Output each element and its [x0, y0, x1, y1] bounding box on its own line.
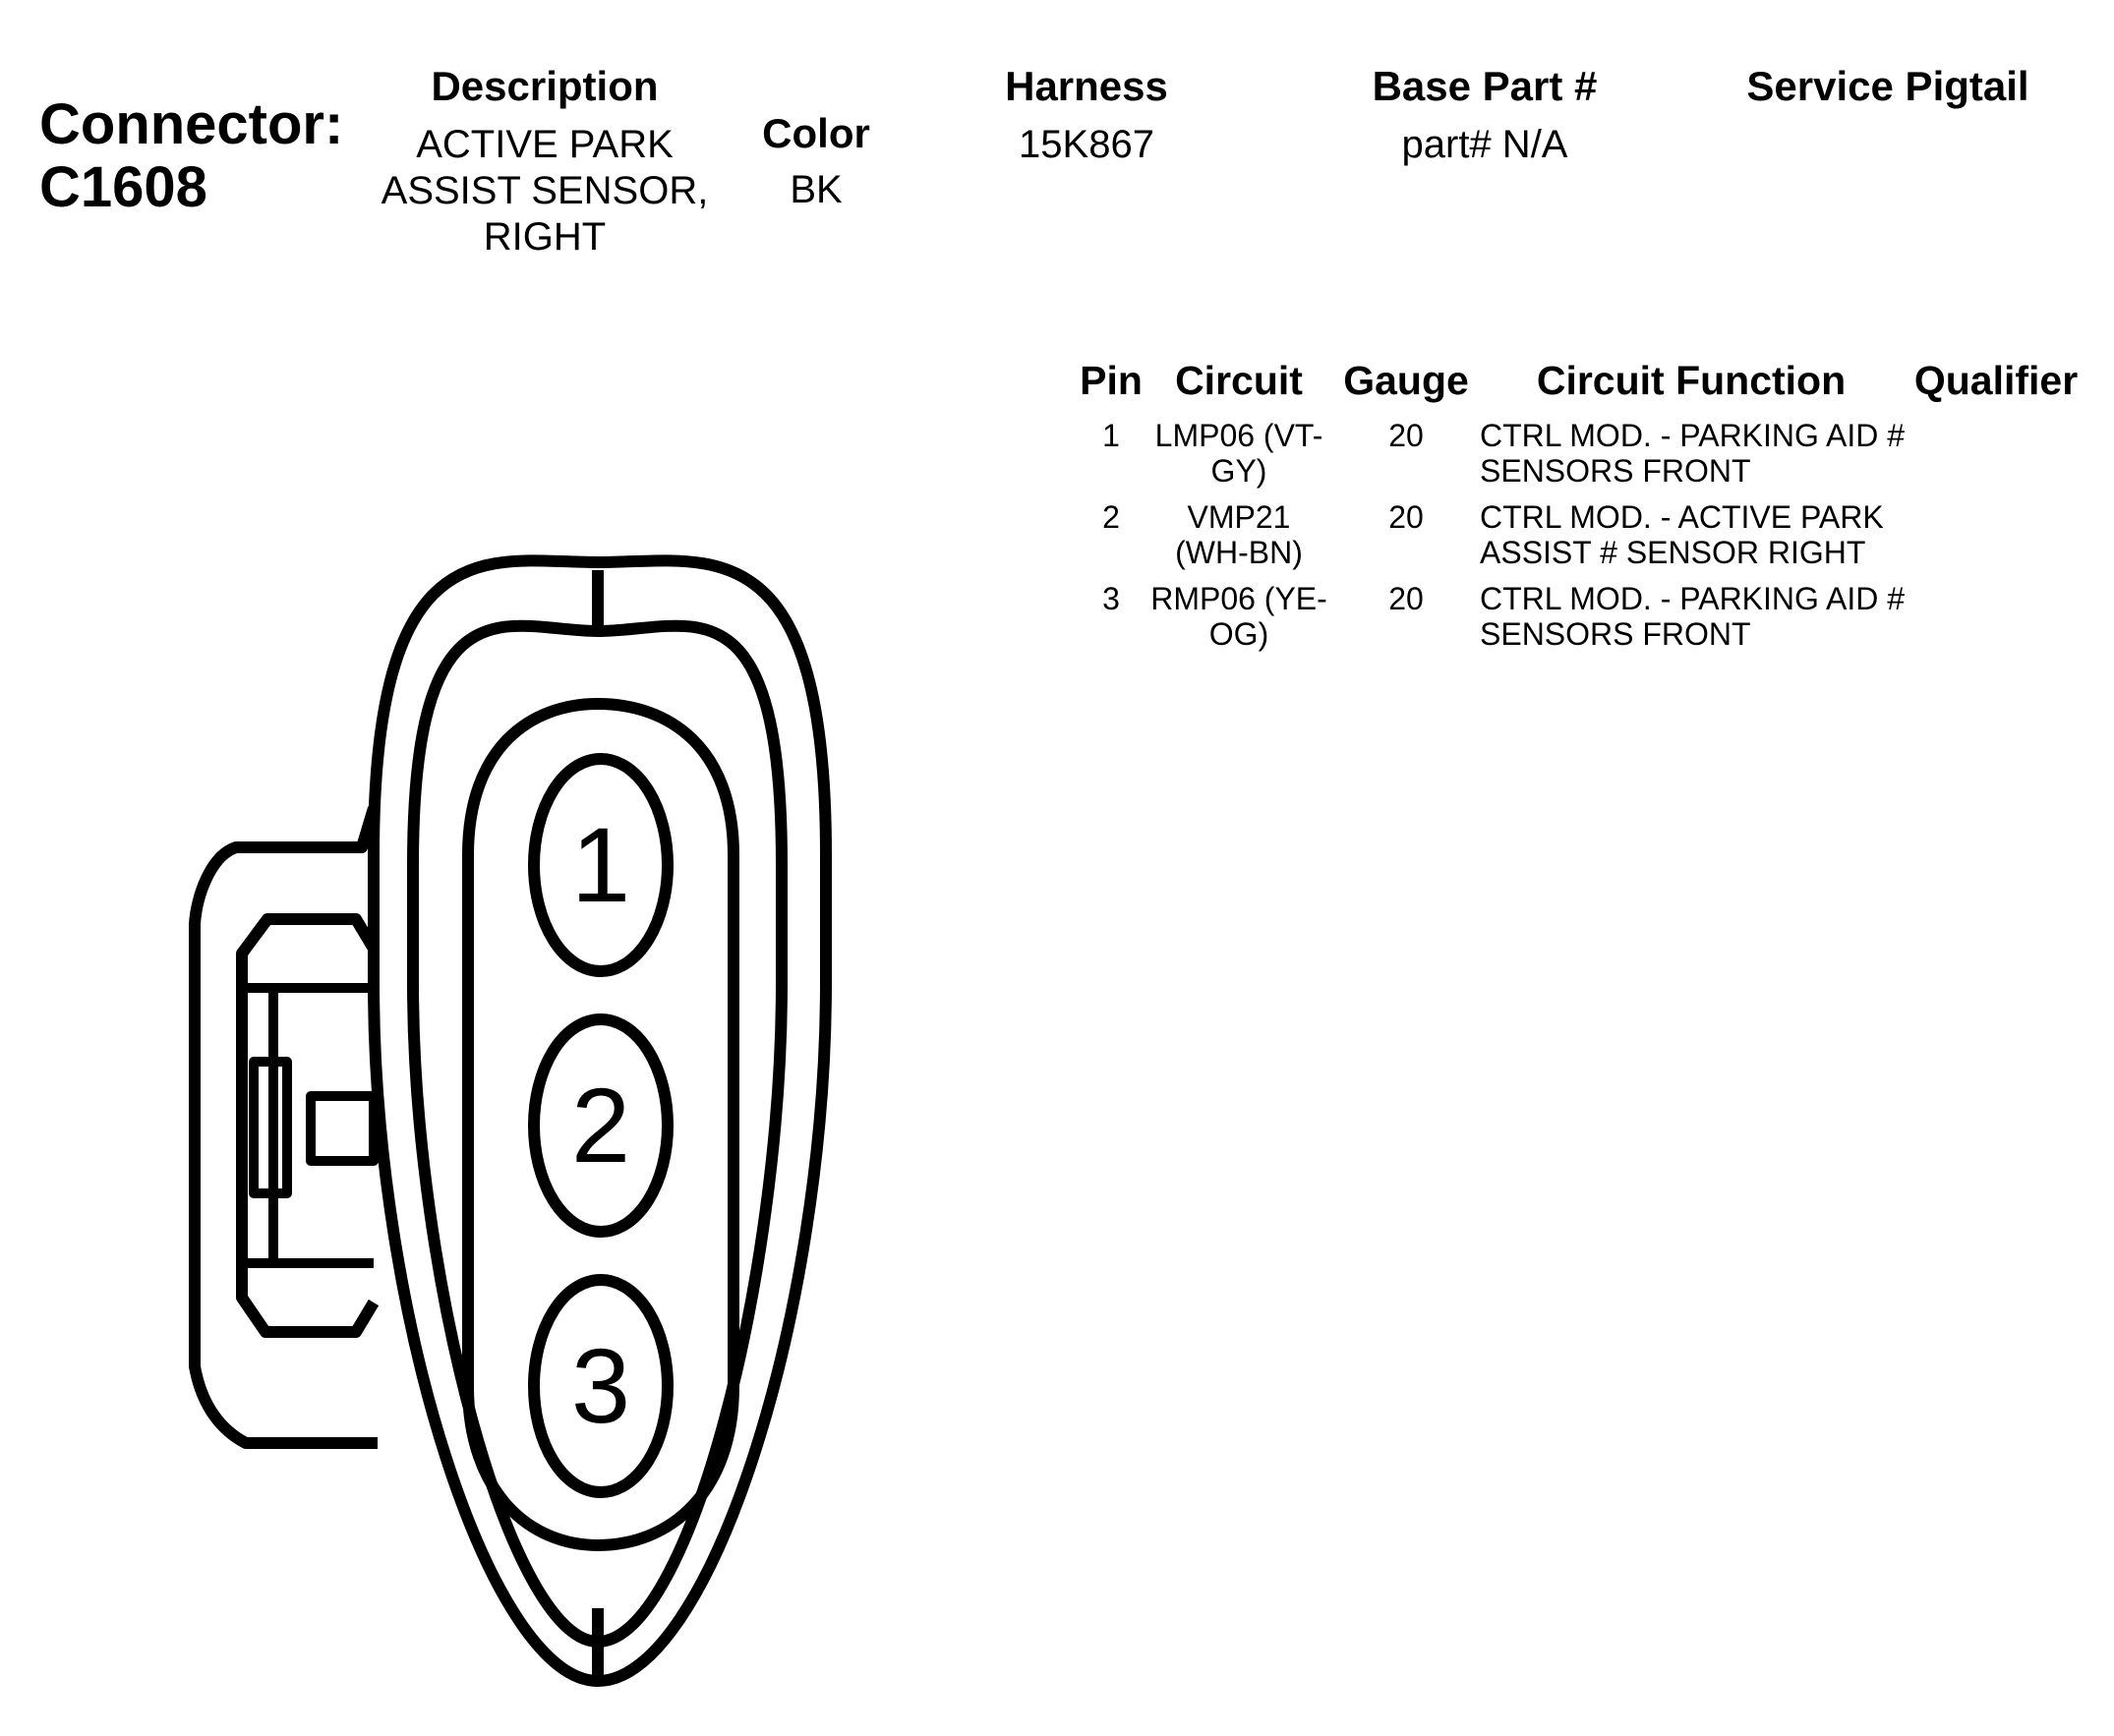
- latch-inner-body: [236, 913, 380, 1338]
- color-header: Color: [762, 110, 870, 156]
- circuit-function-column-header: Circuit Function: [1536, 358, 1847, 403]
- connector-id: C1608: [39, 155, 207, 219]
- connector-title: Connector: C1608: [39, 93, 343, 219]
- latch-lock: [306, 1091, 379, 1166]
- row-function: CTRL MOD. - PARKING AID # SENSORS FRONT: [1480, 581, 1906, 652]
- row-gauge: 20: [1388, 499, 1424, 535]
- color-value: BK: [790, 168, 843, 211]
- description-header: Description: [431, 63, 659, 109]
- latch-outer: [189, 806, 380, 1449]
- row-pin: 2: [1102, 499, 1120, 535]
- description-value: ACTIVE PARK ASSIST SENSOR, RIGHT: [381, 123, 709, 259]
- pin-3-number: 3: [571, 1326, 630, 1445]
- base-part-value: part# N/A: [1401, 123, 1568, 166]
- circuit-column-header: Circuit: [1175, 358, 1303, 403]
- base-part-header: Base Part #: [1372, 63, 1598, 109]
- pin-2-cavity: [528, 1013, 674, 1238]
- connector-label: Connector:: [39, 92, 344, 156]
- qualifier-column-header: Qualifier: [1913, 358, 2079, 403]
- pin-column-header: Pin: [1080, 358, 1143, 403]
- row-circuit: LMP06 (VT-GY): [1154, 418, 1323, 489]
- pin-1-cavity: [528, 753, 674, 977]
- pin-1-number: 1: [571, 805, 630, 924]
- connector-pin-cavity: [462, 698, 739, 1551]
- row-circuit: RMP06 (YE-OG): [1150, 581, 1327, 652]
- harness-header: Harness: [1005, 63, 1168, 109]
- row-gauge: 20: [1388, 418, 1424, 453]
- row-gauge: 20: [1388, 581, 1424, 616]
- pin-2-number: 2: [571, 1066, 630, 1185]
- row-pin: 1: [1102, 418, 1120, 453]
- latch-tab: [249, 1057, 292, 1198]
- row-circuit: VMP21 (WH-BN): [1175, 499, 1303, 570]
- pin-3-cavity: [528, 1274, 674, 1498]
- harness-value: 15K867: [1019, 123, 1154, 166]
- row-function: CTRL MOD. - PARKING AID # SENSORS FRONT: [1480, 418, 1906, 489]
- gauge-column-header: Gauge: [1343, 358, 1469, 403]
- connector-outer-shell: [368, 554, 832, 1687]
- row-pin: 3: [1102, 581, 1120, 616]
- row-function: CTRL MOD. - ACTIVE PARK ASSIST # SENSOR …: [1480, 499, 1884, 570]
- service-pigtail-header: Service Pigtail: [1746, 63, 2029, 109]
